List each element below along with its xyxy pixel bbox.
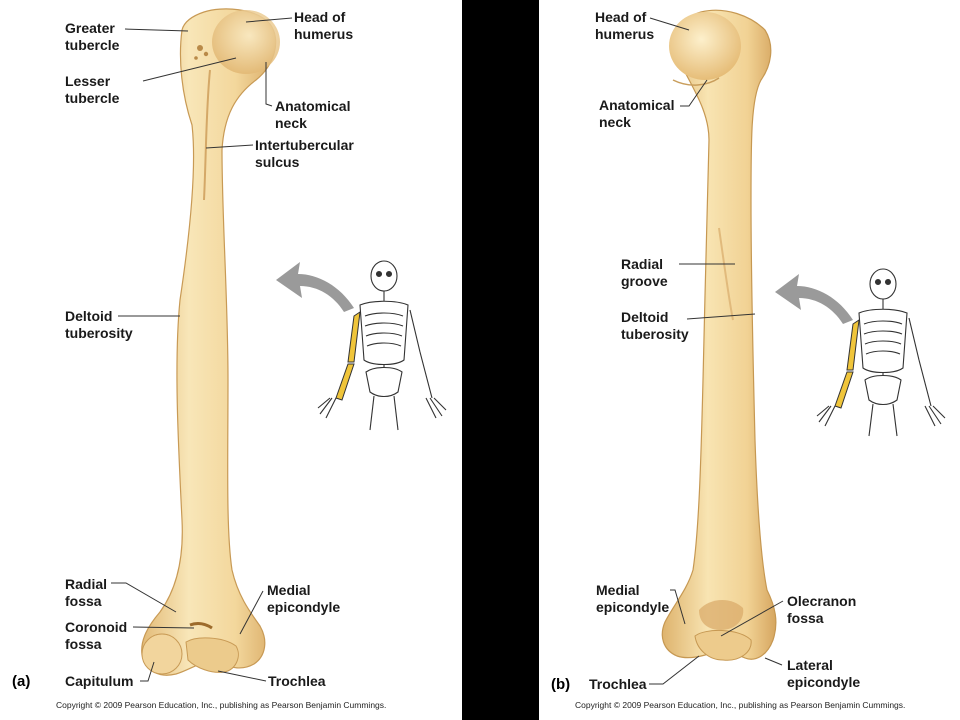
panel-anterior-view: Greater tubercle Head of humerus Lesser … xyxy=(0,0,462,720)
humeral-head xyxy=(212,10,280,74)
trochlea-shape xyxy=(185,637,239,673)
skeleton-icon xyxy=(317,260,447,431)
label-coronoid-fossa: Coronoid fossa xyxy=(65,619,128,652)
label-trochlea: Trochlea xyxy=(268,673,326,689)
capitulum-shape xyxy=(141,633,183,675)
copyright-a: Copyright © 2009 Pearson Education, Inc.… xyxy=(56,700,387,710)
label-lateral-epicondyle: Lateral epicondyle xyxy=(787,657,861,690)
humerus-bone xyxy=(661,9,777,660)
label-head-of-humerus: Head of humerus xyxy=(595,9,655,42)
label-deltoid-tuberosity: Deltoid tuberosity xyxy=(65,308,133,341)
highlighted-humerus-icon xyxy=(846,318,860,371)
label-trochlea: Trochlea xyxy=(589,676,647,692)
label-head-of-humerus: Head of humerus xyxy=(294,9,354,42)
label-deltoid-tuberosity: Deltoid tuberosity xyxy=(621,309,689,342)
label-medial-epicondyle: Medial epicondyle xyxy=(596,582,670,615)
label-anatomical-neck: Anatomical neck xyxy=(275,98,351,131)
orientation-arrow xyxy=(775,274,853,324)
label-intertubercular-sulcus: Intertubercular sulcus xyxy=(255,137,354,170)
label-olecranon-fossa: Olecranon fossa xyxy=(787,593,857,626)
humerus-bone xyxy=(141,8,277,676)
label-radial-groove: Radial groove xyxy=(621,256,668,289)
panel-label-b: (b) xyxy=(551,676,571,693)
label-greater-tubercle: Greater tubercle xyxy=(65,20,120,53)
panel-posterior-view: Head of humerus Anatomical neck Radial g… xyxy=(539,0,960,720)
label-capitulum: Capitulum xyxy=(65,673,134,689)
leader-lines-a xyxy=(111,17,293,682)
skeleton-icon xyxy=(816,268,946,437)
humeral-head xyxy=(669,12,741,80)
olecranon-fossa-shape xyxy=(699,599,744,630)
label-lesser-tubercle: Lesser tubercle xyxy=(65,73,120,106)
humerus-anterior-illustration xyxy=(111,8,447,682)
label-medial-epicondyle: Medial epicondyle xyxy=(267,582,341,615)
trochlea-shape xyxy=(694,630,752,661)
orientation-arrow xyxy=(276,262,354,312)
panel-divider xyxy=(462,0,539,720)
panel-label-a: (a) xyxy=(12,673,31,690)
highlighted-humerus-icon xyxy=(347,310,361,363)
label-anatomical-neck: Anatomical neck xyxy=(599,97,675,130)
humerus-posterior-illustration xyxy=(649,9,946,685)
label-radial-fossa: Radial fossa xyxy=(65,576,108,609)
leader-lines-b xyxy=(649,17,784,685)
copyright-b: Copyright © 2009 Pearson Education, Inc.… xyxy=(575,700,906,710)
